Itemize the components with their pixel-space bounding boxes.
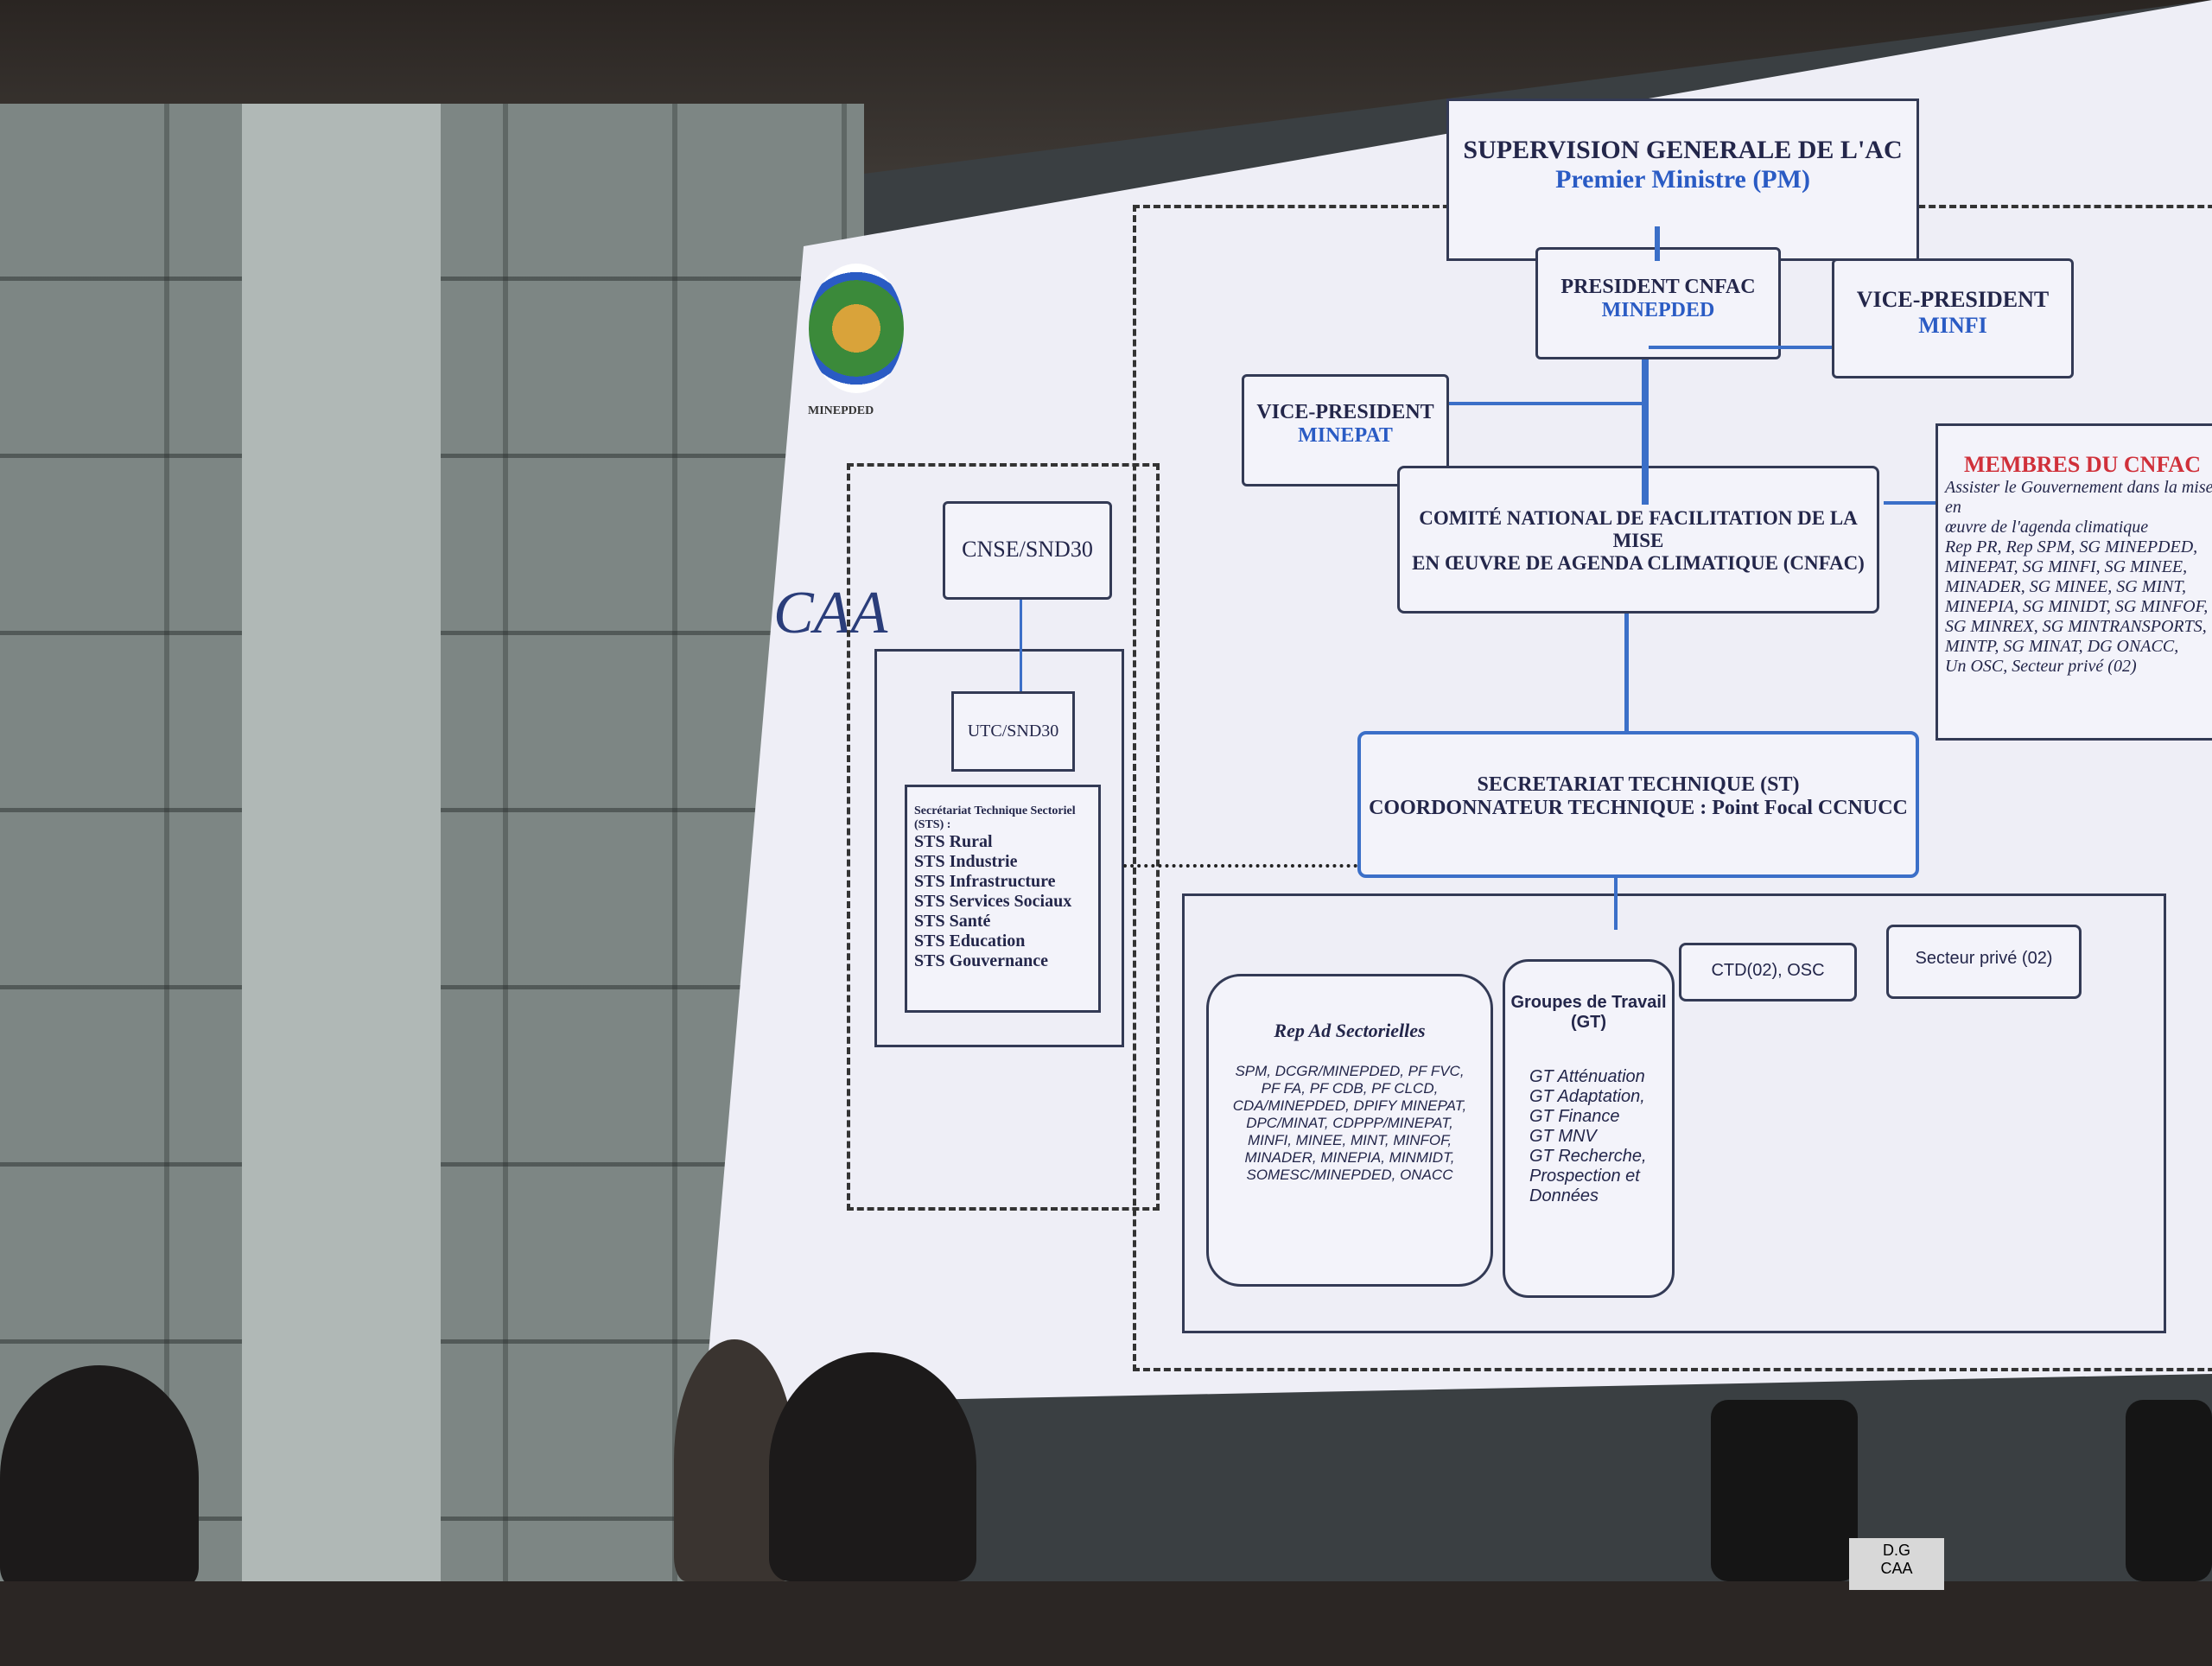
- vp-minepat-title: VICE-PRESIDENT: [1256, 401, 1434, 423]
- supervision-title: SUPERVISION GENERALE DE L'AC: [1463, 136, 1903, 164]
- supervision-box: SUPERVISION GENERALE DE L'AC Premier Min…: [1446, 99, 1919, 261]
- list-item: GT Atténuation: [1529, 1067, 1645, 1086]
- list-item: GT Recherche,: [1529, 1147, 1647, 1166]
- secteur-prive-box: Secteur privé (02): [1886, 925, 2082, 999]
- list-item: MINFI, MINEE, MINT, MINFOF,: [1247, 1132, 1452, 1148]
- list-item: Un OSC, Secteur privé (02): [1945, 657, 2137, 676]
- list-item: GT Finance: [1529, 1107, 1620, 1126]
- cnfac-line2: EN ŒUVRE DE AGENDA CLIMATIQUE (CNFAC): [1412, 552, 1865, 574]
- president-box: PRESIDENT CNFAC MINEPDED: [1535, 247, 1781, 359]
- nameplate-line1: D.G: [1882, 1542, 1910, 1559]
- list-item: STS Gouvernance: [914, 951, 1049, 970]
- cnse-box: CNSE/SND30: [943, 501, 1112, 600]
- list-item: PF FA, PF CDB, PF CLCD,: [1261, 1080, 1439, 1097]
- list-item: Prospection et: [1529, 1167, 1640, 1186]
- person-center: [769, 1352, 976, 1581]
- list-item: DPC/MINAT, CDPPP/MINEPAT,: [1246, 1115, 1453, 1131]
- desk: [0, 1581, 2212, 1666]
- list-item: MINADER, SG MINEE, SG MINT,: [1945, 577, 2187, 596]
- ctd-box: CTD(02), OSC: [1679, 943, 1857, 1002]
- minepded-label: MINEPDED: [808, 404, 874, 417]
- connector-vp-minepat: [1449, 402, 1643, 405]
- list-item: MINEPAT, SG MINFI, SG MINEE,: [1945, 557, 2188, 576]
- rep-title: Rep Ad Sectorielles: [1274, 1020, 1426, 1041]
- connector-membres: [1884, 501, 1936, 505]
- list-item: STS Education: [914, 932, 1026, 951]
- supervision-sub: Premier Ministre (PM): [1555, 165, 1810, 194]
- connector-supervision: [1655, 226, 1660, 261]
- list-item: STS Services Sociaux: [914, 892, 1072, 911]
- connector-president-cnfac: [1642, 359, 1649, 505]
- list-item: STS Infrastructure: [914, 872, 1056, 891]
- chair-right: [2126, 1400, 2212, 1581]
- president-sub: MINEPDED: [1601, 299, 1715, 321]
- list-item: GT Adaptation,: [1529, 1087, 1645, 1106]
- connector-cnse-utc: [1020, 600, 1022, 691]
- connector-cnfac-st: [1624, 614, 1629, 731]
- list-item: STS Industrie: [914, 852, 1018, 871]
- list-item: CDA/MINEPDED, DPIFY MINEPAT,: [1232, 1097, 1467, 1114]
- vp-minepat-sub: MINEPAT: [1298, 424, 1393, 447]
- sts-box: Secrétariat Technique Sectoriel (STS) : …: [905, 785, 1101, 1013]
- list-item: Assister le Gouvernement dans la mise en: [1945, 478, 2212, 517]
- left-dashed-frame: [847, 463, 1160, 1211]
- list-item: SPM, DCGR/MINEPDED, PF FVC,: [1235, 1063, 1465, 1079]
- nameplate-line2: CAA: [1880, 1560, 1913, 1577]
- list-item: SOMESC/MINEPDED, ONACC: [1246, 1167, 1453, 1183]
- st-line2: COORDONNATEUR TECHNIQUE : Point Focal CC…: [1369, 797, 1908, 819]
- president-title: PRESIDENT CNFAC: [1560, 276, 1756, 298]
- vp-minfi-title: VICE-PRESIDENT: [1856, 287, 2050, 312]
- list-item: MINTP, SG MINAT, DG ONACC,: [1945, 637, 2179, 656]
- list-item: GT MNV: [1529, 1127, 1597, 1146]
- vp-minfi-box: VICE-PRESIDENT MINFI: [1832, 258, 2074, 378]
- membres-box: MEMBRES DU CNFAC Assister le Gouvernemen…: [1936, 423, 2212, 741]
- connector-vp-minfi: [1649, 346, 1832, 349]
- list-item: Données: [1529, 1186, 1599, 1205]
- secretariat-technique-box: SECRETARIAT TECHNIQUE (ST) COORDONNATEUR…: [1357, 731, 1919, 878]
- list-item: SG MINREX, SG MINTRANSPORTS,: [1945, 617, 2207, 636]
- rep-ad-box: Rep Ad Sectorielles SPM, DCGR/MINEPDED, …: [1206, 974, 1493, 1287]
- membres-title: MEMBRES DU CNFAC: [1964, 452, 2201, 477]
- minepded-logo: [809, 264, 904, 393]
- list-item: STS Santé: [914, 912, 991, 931]
- list-item: œuvre de l'agenda climatique: [1945, 518, 2149, 537]
- stakeholders-frame: [1182, 893, 2166, 1333]
- chair: [1711, 1400, 1858, 1581]
- st-line1: SECRETARIAT TECHNIQUE (ST): [1477, 773, 1800, 796]
- list-item: MINADER, MINEPIA, MINMIDT,: [1244, 1149, 1455, 1166]
- nameplate: D.G CAA: [1849, 1538, 1944, 1590]
- vp-minfi-sub: MINFI: [1918, 313, 1987, 338]
- utc-box: UTC/SND30: [951, 691, 1075, 772]
- sts-title: Secrétariat Technique Sectoriel (STS) :: [914, 804, 1076, 831]
- cnfac-line1: COMITÉ NATIONAL DE FACILITATION DE LA MI…: [1419, 507, 1858, 551]
- inner-frame: [874, 649, 1124, 1047]
- cnfac-box: COMITÉ NATIONAL DE FACILITATION DE LA MI…: [1397, 466, 1879, 614]
- caa-logo: CAA: [773, 580, 888, 646]
- connector-st-bottom: [1614, 878, 1618, 930]
- list-item: STS Rural: [914, 832, 993, 851]
- list-item: Rep PR, Rep SPM, SG MINEPDED,: [1945, 537, 2198, 556]
- person-left: [0, 1365, 199, 1590]
- list-item: MINEPIA, SG MINIDT, SG MINFOF,: [1945, 597, 2209, 616]
- gt-title: Groupes de Travail (GT): [1510, 993, 1667, 1032]
- connector-dotted-st: [1123, 864, 1357, 868]
- pillar: [242, 104, 441, 1590]
